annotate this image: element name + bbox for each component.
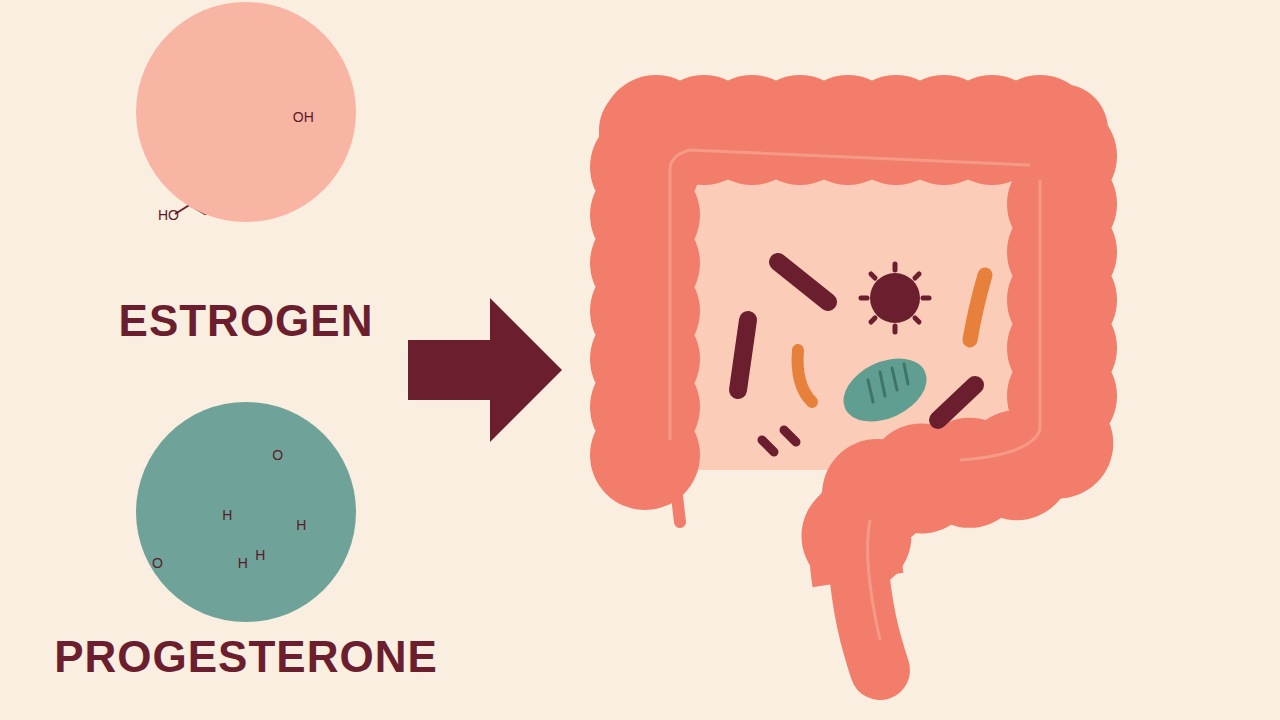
atom-label: O — [271, 448, 284, 462]
atom-label: H — [254, 548, 266, 562]
circle-outline — [60, 2, 440, 226]
bacteria — [738, 262, 985, 452]
atom-label: OH — [292, 110, 315, 124]
hormone-name: PROGESTERONE — [54, 632, 438, 682]
atom-label: O — [151, 556, 164, 570]
virus — [861, 264, 929, 332]
hormone-name: ESTROGEN — [119, 296, 374, 346]
hormone-circle: PROGESTERONE — [60, 402, 440, 682]
atom-label: H — [221, 508, 233, 522]
circle-outline — [60, 402, 440, 626]
atom-label: HO — [157, 208, 180, 222]
atom-label: H — [237, 556, 249, 570]
green-bacterium — [833, 346, 936, 434]
arrow — [408, 298, 562, 442]
atom-label: H — [295, 518, 307, 532]
colon — [645, 130, 1062, 670]
hormone-circle: ESTROGEN — [60, 2, 440, 346]
